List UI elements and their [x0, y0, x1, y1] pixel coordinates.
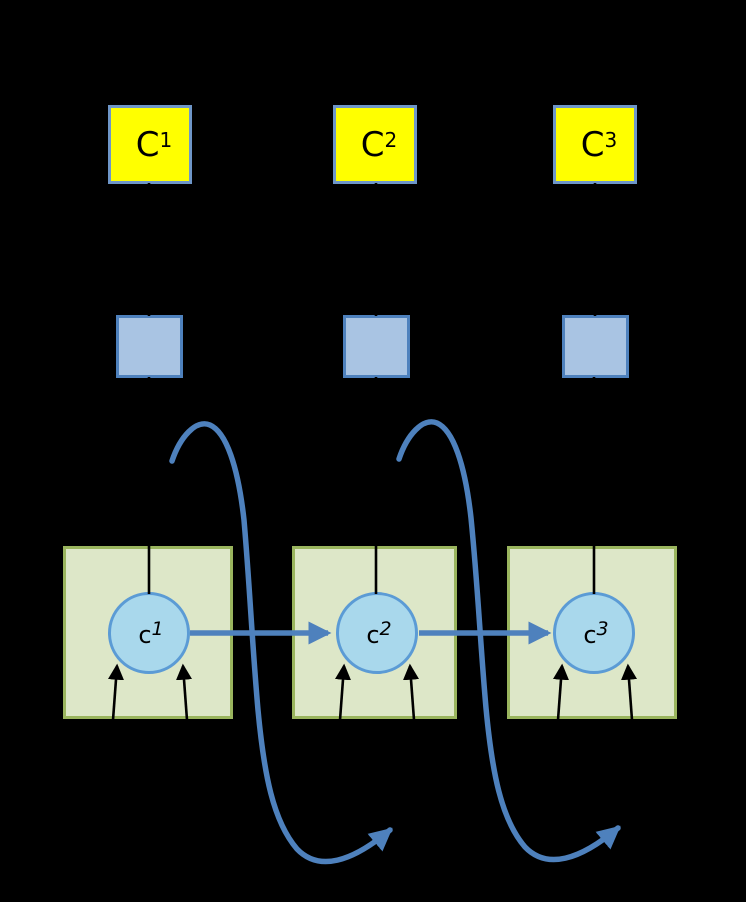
state-circle-3-label: c3	[583, 617, 609, 649]
context-node-2: C2	[333, 105, 417, 184]
state-circle-3-base: c	[583, 620, 597, 649]
state-circle-2-label: c2	[366, 617, 392, 649]
blue-square-1	[116, 315, 183, 378]
state-circle-3: c3	[553, 592, 635, 674]
context-node-3-base: C	[580, 124, 605, 165]
context-node-1: C1	[108, 105, 192, 184]
yellow-to-blue-connectors	[147, 183, 597, 316]
blue-square-3	[562, 315, 629, 378]
state-circle-1-superscript: 1	[151, 617, 164, 640]
state-circle-2-superscript: 2	[379, 617, 392, 640]
context-node-2-label: C2	[361, 128, 397, 162]
context-node-2-superscript: 2	[384, 127, 398, 152]
state-circle-2-base: c	[366, 620, 380, 649]
context-node-3-label: C3	[581, 128, 617, 162]
context-node-3-superscript: 3	[604, 127, 618, 152]
state-circle-1: c1	[108, 592, 190, 674]
context-node-2-base: C	[360, 124, 385, 165]
state-circle-3-superscript: 3	[596, 617, 609, 640]
state-circle-1-base: c	[138, 620, 152, 649]
context-node-1-superscript: 1	[159, 127, 173, 152]
state-circle-2: c2	[336, 592, 418, 674]
state-circle-1-label: c1	[138, 617, 164, 649]
context-node-1-label: C1	[136, 128, 172, 162]
blue-square-2	[343, 315, 410, 378]
context-node-1-base: C	[135, 124, 160, 165]
context-node-3: C3	[553, 105, 637, 184]
